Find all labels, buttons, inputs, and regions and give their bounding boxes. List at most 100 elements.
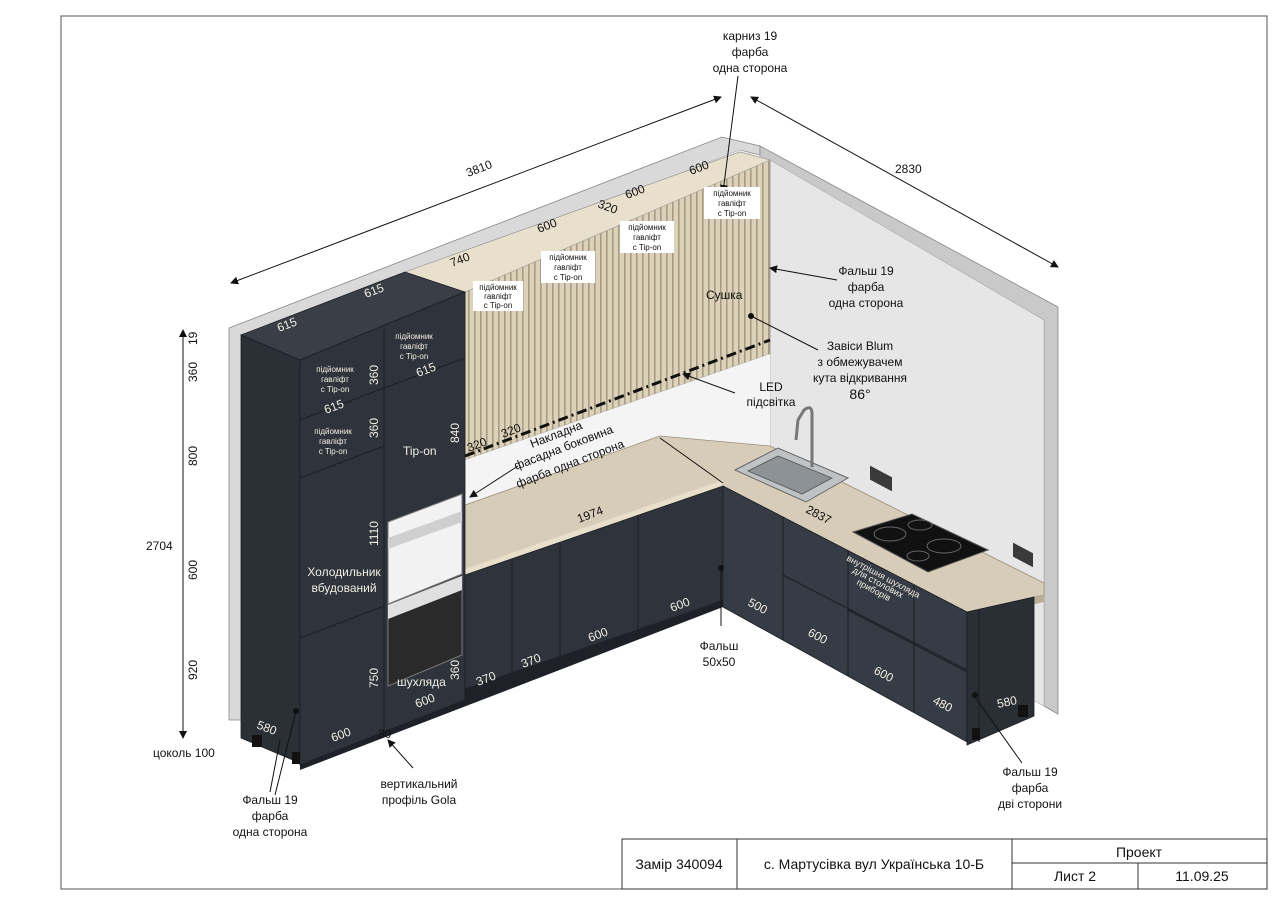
dim-600-base-b: 600 bbox=[668, 594, 692, 614]
dim-320-up-c: 320 bbox=[499, 420, 523, 440]
dim-750: 750 bbox=[367, 668, 381, 688]
svg-text:с Tip-on: с Tip-on bbox=[554, 273, 583, 282]
title-block: Замір 340094 с. Мартусівка вул Українськ… bbox=[621, 838, 1268, 890]
svg-text:одна сторона: одна сторона bbox=[233, 825, 308, 839]
dim-2704: 2704 bbox=[146, 539, 173, 553]
svg-text:Фальш 19: Фальш 19 bbox=[1002, 765, 1058, 779]
dim-740: 740 bbox=[448, 249, 472, 269]
drawer-label: шухляда bbox=[397, 675, 446, 689]
svg-text:гавліфт: гавліфт bbox=[400, 342, 428, 351]
svg-text:гавліфт: гавліфт bbox=[484, 292, 512, 301]
false-left-label: Фальш 19 фарба одна сторона bbox=[233, 793, 308, 839]
lift-label-3: підйомник гавліфт с Tip-on bbox=[620, 221, 674, 253]
svg-text:Холодильник: Холодильник bbox=[307, 565, 381, 579]
svg-text:одна сторона: одна сторона bbox=[829, 296, 904, 310]
svg-text:гавліфт: гавліфт bbox=[321, 375, 349, 384]
hinges-label: Завіси Blum з обмежувачем кута відкриван… bbox=[813, 339, 907, 402]
lift-label-1: підйомник гавліфт с Tip-on bbox=[473, 281, 523, 311]
svg-text:підйомник: підйомник bbox=[314, 427, 352, 436]
svg-text:с Tip-on: с Tip-on bbox=[484, 301, 513, 310]
leader-lines bbox=[269, 75, 1023, 796]
dim-360-left: 360 bbox=[186, 362, 200, 382]
socket-icon bbox=[1013, 542, 1033, 568]
svg-text:одна сторона: одна сторона bbox=[713, 61, 788, 75]
dim-600-up-b: 600 bbox=[623, 181, 647, 201]
svg-text:с Tip-on: с Tip-on bbox=[718, 209, 747, 218]
svg-text:LED: LED bbox=[759, 380, 783, 394]
lift-label-2: підйомник гавліфт с Tip-on bbox=[541, 251, 595, 283]
dim-615-c: 615 bbox=[414, 359, 438, 379]
address: с. Мартусівка вул Українська 10-Б bbox=[764, 856, 984, 872]
dim-615-d: 615 bbox=[322, 396, 346, 416]
fridge-label: Холодильник вбудований bbox=[307, 565, 381, 595]
backsplash bbox=[465, 354, 770, 505]
svg-text:гавліфт: гавліфт bbox=[718, 199, 746, 208]
dim-600-left: 600 bbox=[186, 560, 200, 580]
dim-615-a: 615 bbox=[275, 314, 299, 334]
sheet-number: Лист 2 bbox=[1054, 868, 1096, 884]
dim-320-up-a: 320 bbox=[596, 197, 620, 217]
vertical-profile-label: вертикальний профіль Gola bbox=[381, 777, 458, 807]
svg-text:гавліфт: гавліфт bbox=[554, 263, 582, 272]
lift-label-tall-b: підйомник гавліфт с Tip-on bbox=[314, 427, 352, 456]
false-panel-right-label: Фальш 19 фарба одна сторона bbox=[829, 264, 904, 310]
project-label: Проект bbox=[1116, 844, 1163, 860]
svg-text:фарба: фарба bbox=[732, 45, 769, 59]
false-50-label: Фальш 50x50 bbox=[700, 639, 739, 669]
svg-text:підйомник: підйомник bbox=[549, 253, 587, 262]
svg-text:86°: 86° bbox=[849, 386, 870, 402]
svg-text:підйомник: підйомник bbox=[628, 223, 666, 232]
dim-2830: 2830 bbox=[895, 162, 922, 176]
sink bbox=[733, 406, 850, 503]
dim-615-b: 615 bbox=[362, 280, 386, 300]
svg-text:Фальш 19: Фальш 19 bbox=[242, 793, 298, 807]
dimension-lines bbox=[179, 95, 1059, 739]
socket-icon bbox=[870, 465, 892, 492]
dim-580-left: 580 bbox=[255, 718, 279, 738]
dim-920: 920 bbox=[186, 660, 200, 680]
dim-840: 840 bbox=[448, 423, 462, 443]
dim-600-up-c: 600 bbox=[687, 157, 711, 177]
svg-text:50x50: 50x50 bbox=[703, 655, 736, 669]
tip-on-label: Tip-on bbox=[403, 444, 437, 458]
svg-text:Фальш 19: Фальш 19 bbox=[838, 264, 894, 278]
dim-600-bottom-a: 600 bbox=[329, 724, 353, 744]
lift-label-tall-a: підйомник гавліфт с Tip-on bbox=[316, 365, 354, 394]
dim-360-a: 360 bbox=[367, 365, 381, 385]
dim-370-a: 370 bbox=[474, 668, 498, 688]
svg-text:гавліфт: гавліфт bbox=[319, 437, 347, 446]
cornice-label: карниз 19 фарба одна сторона bbox=[713, 29, 788, 75]
svg-text:с Tip-on: с Tip-on bbox=[321, 385, 350, 394]
svg-text:вбудований: вбудований bbox=[311, 581, 376, 595]
cooktop bbox=[851, 513, 990, 573]
dim-370-b: 370 bbox=[519, 650, 543, 670]
svg-text:підйомник: підйомник bbox=[395, 332, 433, 341]
svg-text:Фальш: Фальш bbox=[700, 639, 739, 653]
svg-text:гавліфт: гавліфт bbox=[633, 233, 661, 242]
dim-600-up-a: 600 bbox=[535, 215, 559, 235]
dim-360-c: 360 bbox=[448, 660, 462, 680]
svg-text:підсвітка: підсвітка bbox=[747, 395, 796, 409]
dim-30: 30 bbox=[378, 727, 392, 741]
svg-text:с Tip-on: с Tip-on bbox=[633, 243, 662, 252]
dim-19: 19 bbox=[186, 331, 200, 345]
svg-text:підйомник: підйомник bbox=[316, 365, 354, 374]
measure-number: Замір 340094 bbox=[635, 856, 723, 872]
date: 11.09.25 bbox=[1175, 868, 1229, 884]
svg-text:підйомник: підйомник bbox=[479, 283, 517, 292]
dim-1110: 1110 bbox=[367, 521, 381, 546]
svg-text:підйомник: підйомник bbox=[713, 189, 751, 198]
svg-text:фарба: фарба bbox=[252, 809, 289, 823]
svg-text:фарба: фарба bbox=[1012, 781, 1049, 795]
dim-360-b: 360 bbox=[367, 418, 381, 438]
svg-text:карниз 19: карниз 19 bbox=[723, 29, 778, 43]
dryer-label: Сушка bbox=[706, 288, 743, 302]
dim-580-right: 580 bbox=[996, 693, 1019, 711]
svg-text:фарба: фарба bbox=[848, 280, 885, 294]
plinth-label: цоколь 100 bbox=[153, 746, 215, 760]
false-right-bottom-label: Фальш 19 фарба дві сторони bbox=[998, 765, 1062, 811]
svg-text:с Tip-on: с Tip-on bbox=[400, 352, 429, 361]
dim-800: 800 bbox=[186, 446, 200, 466]
dim-600-base-a: 600 bbox=[586, 624, 610, 644]
